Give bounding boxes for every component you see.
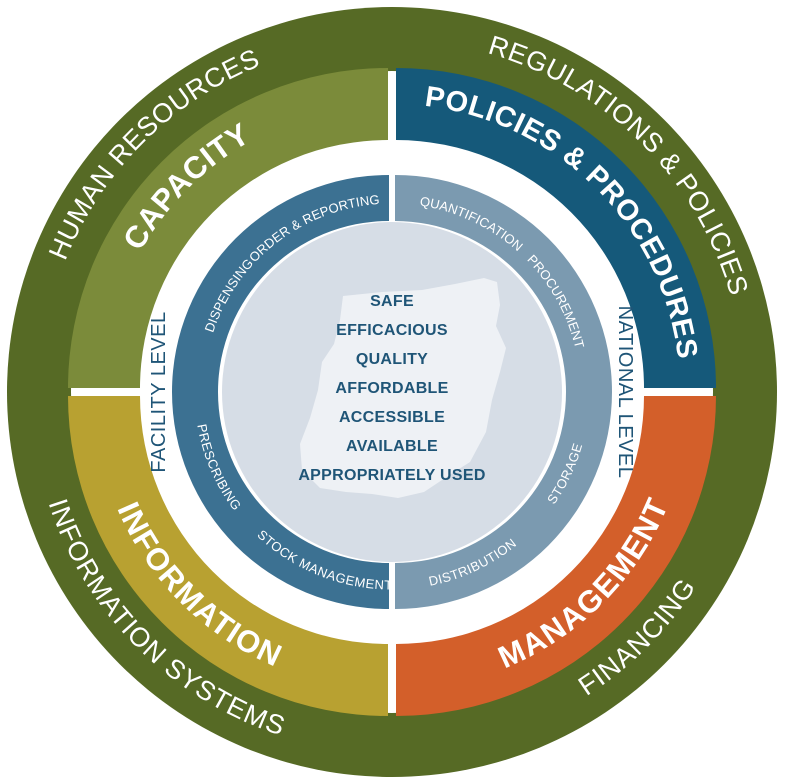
center-map-shape (300, 278, 506, 498)
center-line-safe: SAFE (370, 293, 414, 310)
center-line-quality: QUALITY (356, 351, 428, 368)
center-line-available: AVAILABLE (346, 438, 438, 455)
national-ring (395, 175, 612, 609)
facility-level-label: FACILITY LEVEL (148, 311, 170, 472)
center-line-appropriately-used: APPROPRIATELY USED (298, 467, 485, 484)
quadrant-management (396, 396, 716, 716)
center-line-accessible: ACCESSIBLE (339, 409, 445, 426)
quadrant-capacity (68, 68, 388, 388)
facility-ring (172, 175, 389, 609)
center-line-affordable: AFFORDABLE (335, 380, 448, 397)
center-line-efficacious: EFFICACIOUS (336, 322, 448, 339)
national-level-label: NATIONAL LEVEL (614, 306, 636, 479)
quadrant-policies (396, 68, 716, 388)
quadrant-information (68, 396, 388, 716)
